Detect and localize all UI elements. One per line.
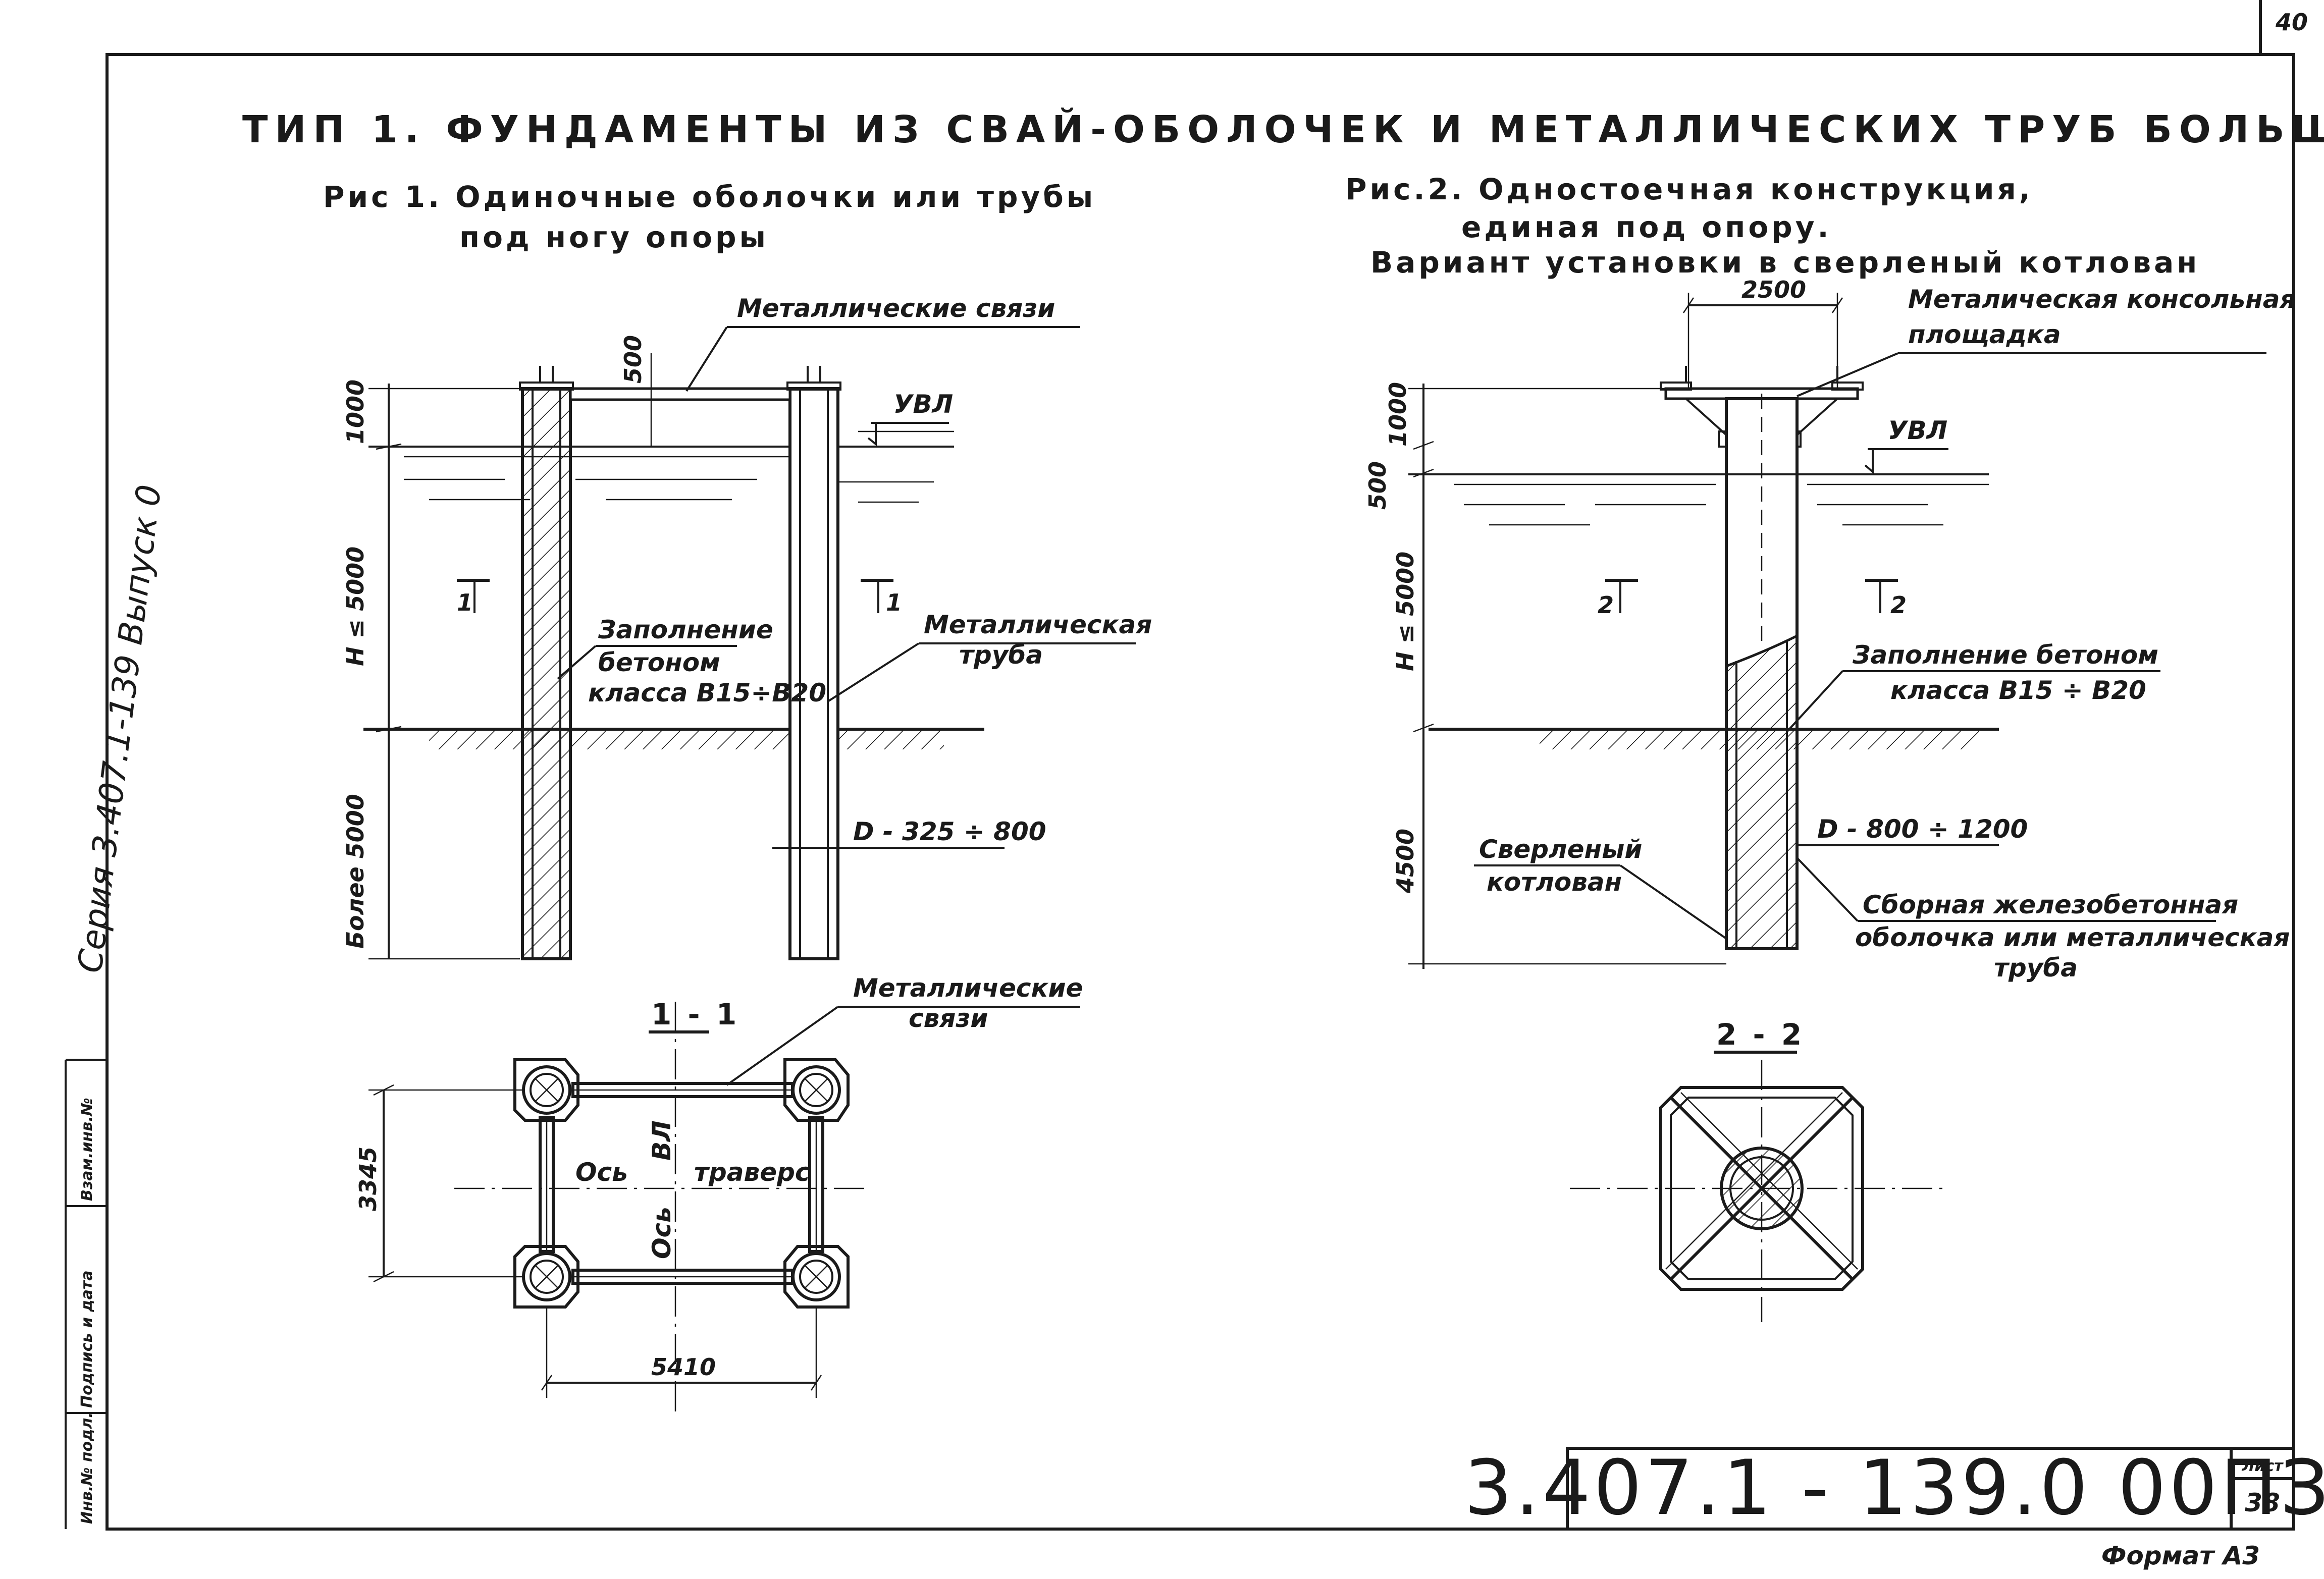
fig1-ground-hatch <box>429 729 944 749</box>
fig2-diameter: D - 800 ÷ 1200 <box>1817 814 2028 844</box>
stamp-code: 3.407.1 - 139.0 00ПЗ <box>1464 1444 2324 1532</box>
fig2-shell-label-2: оболочка или металлическая <box>1855 923 2290 952</box>
fig1-dim-1000: 1000 <box>342 379 369 444</box>
sec11-ties-label-1: Металлические <box>853 973 1083 1003</box>
sheet-label: Лист <box>2241 1457 2284 1475</box>
sec11-dim-5410: 5410 <box>651 1353 716 1381</box>
fig2-shell-label-1: Сборная железобетонная <box>1863 890 2238 919</box>
fig2-shell-label-3: труба <box>1994 953 2078 983</box>
fig2-pit-label-2: котлован <box>1487 867 1622 897</box>
fig1-caption-2: под ногу опоры <box>459 220 769 254</box>
sec22-column <box>1720 1147 1804 1230</box>
fig1-tie-beam <box>569 387 791 401</box>
sec11-axis-label-2: траверс <box>694 1158 810 1187</box>
fig2-fill-label-1: Заполнение бетоном <box>1852 640 2158 670</box>
fig2-ground-hatch <box>1540 729 1979 749</box>
sec22-title: 2 - 2 <box>1716 1017 1805 1052</box>
sec11-ties-label-2: связи <box>909 1004 988 1033</box>
sec11-title: 1 - 1 <box>651 997 740 1031</box>
sec11-pipe-tl <box>522 1065 571 1115</box>
series-label: Серия 3.407.1-139 Выпуск 0 <box>70 482 169 975</box>
fig2-caption-2: единая под опору. <box>1461 210 1832 244</box>
sheet-title: ТИП 1. ФУНДАМЕНТЫ ИЗ СВАЙ-ОБОЛОЧЕК И МЕТ… <box>242 107 2324 151</box>
title-block: 3.407.1 - 139.0 00ПЗ Лист 38 Формат А3 <box>1464 1444 2324 1570</box>
figure-2: Рис.2. Одностоечная конструкция, единая … <box>1345 172 2296 983</box>
fig2-section-mark-right: 2 <box>1890 591 1907 619</box>
fig1-pipe-label-1: Металлическая <box>924 610 1152 639</box>
sec11-axis-label-4: ВЛ <box>647 1120 676 1161</box>
section-1-1: 1 - 1 Металлические связи Ось траверс Ос… <box>354 973 1083 1413</box>
fig1-uvl-label: УВЛ <box>893 390 953 419</box>
fig1-fill-label-1: Заполнение <box>598 615 773 644</box>
sheet-number: 38 <box>2245 1488 2280 1517</box>
figure-1: Рис 1. Одиночные оболочки или трубы под … <box>323 180 1152 960</box>
side-strip: Инв.№ подл. Подпись и дата Взам.инв.№ Се… <box>65 482 169 1529</box>
section-2-2: 2 - 2 <box>1570 1017 1948 1322</box>
side-field-signature: Подпись и дата <box>78 1271 96 1408</box>
fig2-caption-1: Рис.2. Одностоечная конструкция, <box>1345 172 2033 206</box>
fig1-water <box>368 430 954 503</box>
fig2-water <box>1408 473 1989 526</box>
fig2-dim-4500: 4500 <box>1392 829 1419 894</box>
sec11-axis-label-3: Ось <box>647 1207 676 1259</box>
fig1-dim-more5000: Более 5000 <box>342 794 369 949</box>
fig1-pipe-label-2: труба <box>959 640 1043 670</box>
fig1-section-mark-right: 1 <box>886 589 902 616</box>
fig2-caption-3: Вариант установки в сверленый котлован <box>1370 245 2200 280</box>
fig1-dim-500: 500 <box>619 335 647 384</box>
fig2-uvl-label: УВЛ <box>1888 416 1947 445</box>
fig2-platform-label-2: площадка <box>1908 320 2061 349</box>
fig2-dim-1000: 1000 <box>1384 382 1411 447</box>
side-field-inv: Инв.№ подл. <box>78 1412 96 1524</box>
sec11-pipe-br <box>791 1252 841 1301</box>
sec11-dim-3345: 3345 <box>354 1147 382 1211</box>
fig1-caption-1: Рис 1. Одиночные оболочки или трубы <box>323 180 1096 214</box>
fig2-dim-2500: 2500 <box>1741 276 1806 303</box>
fig1-dim-h5000: H ≤ 5000 <box>342 547 369 666</box>
fig2-dim-h5000: H ≤ 5000 <box>1392 552 1419 671</box>
sec11-axis-label-1: Ось <box>575 1158 628 1187</box>
side-field-replace: Взам.инв.№ <box>78 1098 96 1201</box>
fig1-diameter: D - 325 ÷ 800 <box>853 817 1046 846</box>
sec11-pipe-bl <box>522 1252 571 1301</box>
fig2-platform-label-1: Металическая консольная <box>1908 285 2296 314</box>
fig2-dim-500: 500 <box>1364 461 1391 510</box>
fig1-ties-label: Металлические связи <box>737 294 1055 323</box>
fig2-pit-label-1: Сверленый <box>1479 835 1642 864</box>
fig1-metal-pipe <box>788 387 839 960</box>
fig2-section-mark-left: 2 <box>1598 591 1614 619</box>
fig1-fill-label-2: бетоном <box>598 648 720 677</box>
fig2-filled-section <box>1725 633 1799 950</box>
format-label: Формат А3 <box>2101 1541 2260 1570</box>
fig1-fill-label-3: класса В15÷В20 <box>588 678 826 707</box>
page-number: 40 <box>2275 9 2308 36</box>
fig2-fill-label-2: класса В15 ÷ В20 <box>1890 676 2146 705</box>
fig1-section-mark-left: 1 <box>457 589 473 616</box>
sec11-pipe-tr <box>791 1065 841 1115</box>
sheet-frame: 40 <box>105 0 2308 1531</box>
